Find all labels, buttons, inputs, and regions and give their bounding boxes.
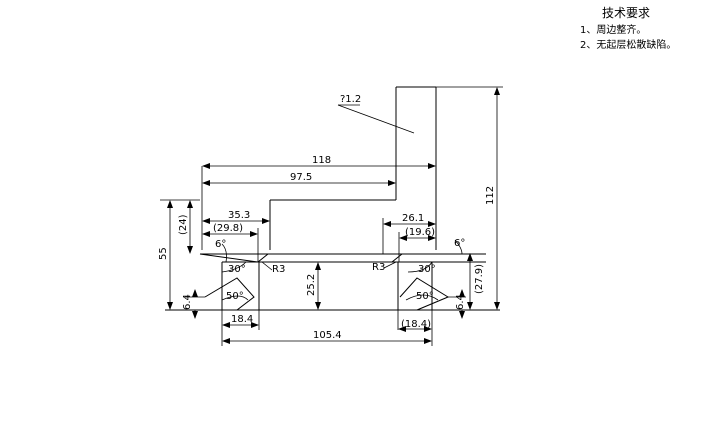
right-v-groove (399, 277, 450, 311)
right-chamfer (391, 253, 470, 263)
radius-left-label: R3 (272, 264, 285, 275)
thickness-label: ?1.2 (340, 94, 361, 105)
angle-30-left-label: 30° (228, 264, 246, 275)
notes-item-1: 1、周边整齐。 (580, 25, 647, 36)
dim-18-4-right-label: (18.4) (401, 319, 431, 330)
angle-50-right-label: 50° (416, 291, 434, 302)
radius-right-label: R3 (372, 262, 385, 273)
part-outline (165, 86, 500, 311)
angle-6-right-label: 6° (454, 238, 465, 249)
angle-50-left-label: 50° (226, 291, 244, 302)
angle-6-left-label: 6° (215, 239, 226, 250)
angle-30-right-label: 30° (418, 264, 436, 275)
thickness-leader (337, 104, 415, 134)
dim-35-3-label: 35.3 (228, 210, 250, 221)
technical-requirements: 技术要求 1、周边整齐。 2、无起层松散缺陷。 (580, 4, 676, 53)
dim-6-4-left-label: 6.4 (182, 294, 193, 310)
dim-25-2-label: 25.2 (306, 274, 317, 296)
notes-item-2: 2、无起层松散缺陷。 (580, 40, 677, 51)
notes-title: 技术要求 (602, 6, 651, 20)
dim-27-9-label: (27.9) (474, 264, 485, 294)
dim-55-label: 55 (158, 247, 169, 260)
dim-105-4-label: 105.4 (313, 330, 342, 341)
left-v-groove (204, 277, 255, 311)
dim-6-4-right-label: 6.4 (455, 294, 466, 310)
dim-97-5-label: 97.5 (290, 172, 312, 183)
dim-26-1-label: 26.1 (402, 213, 424, 224)
dim-29-8-label: (29.8) (213, 223, 243, 234)
dim-18-4-left-label: 18.4 (231, 314, 253, 325)
dim-24-label: (24) (178, 214, 189, 235)
dim-112-label: 112 (485, 186, 496, 205)
dim-19-6-label: (19.6) (405, 227, 435, 238)
dim-118-label: 118 (312, 155, 331, 166)
